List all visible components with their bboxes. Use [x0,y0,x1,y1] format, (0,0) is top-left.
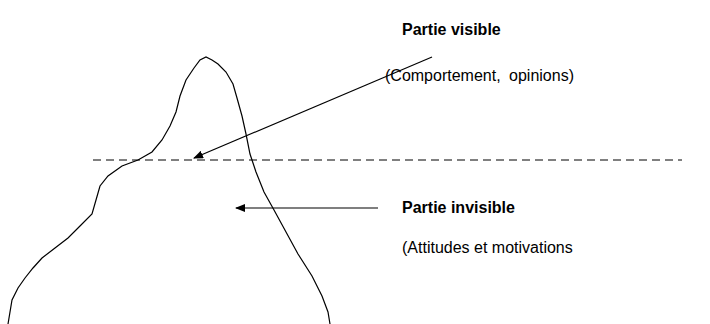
part-heading: Partie invisible [402,198,515,218]
part-heading: Partie visible [402,20,501,40]
part-description: (Attitudes et motivations [402,238,573,258]
iceberg-outline [8,57,330,324]
leader-arrow [236,207,378,208]
part-description: (Comportement, opinions) [385,66,574,86]
waterline [93,160,682,161]
